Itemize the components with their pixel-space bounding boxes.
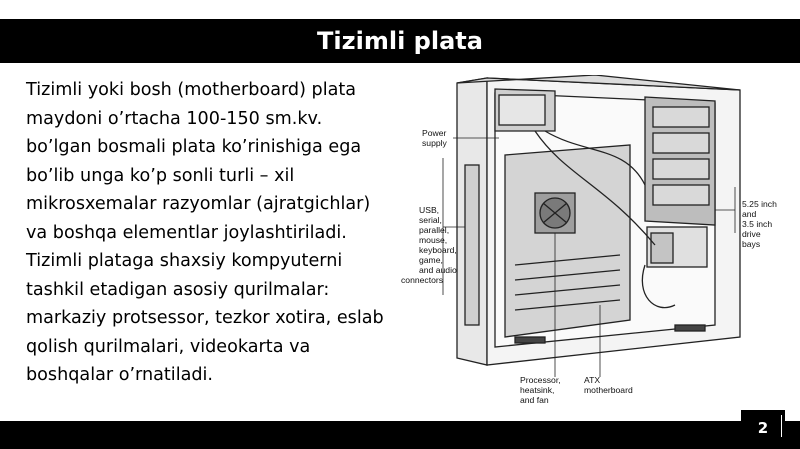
page-number-divider bbox=[781, 415, 782, 437]
computer-case-diagram: Power supply USB, serial, parallel, mous… bbox=[401, 75, 779, 405]
label-power-supply: Power supply bbox=[422, 128, 449, 148]
label-drive-bays: 5.25 inch and 3.5 inch drive bays bbox=[742, 199, 779, 249]
footer-bar bbox=[0, 421, 800, 449]
case-illustration bbox=[456, 75, 741, 366]
label-connectors: USB, serial, parallel, mouse, keyboard, … bbox=[401, 205, 459, 285]
label-processor: Processor, heatsink, and fan bbox=[520, 375, 563, 405]
label-motherboard: ATX motherboard bbox=[584, 375, 633, 395]
slide-title: Tizimli plata bbox=[317, 27, 483, 55]
title-bar bbox=[0, 19, 800, 63]
body-paragraph: Tizimli yoki bosh (motherboard) plata ma… bbox=[26, 80, 384, 385]
page-number: 2 bbox=[741, 410, 785, 446]
